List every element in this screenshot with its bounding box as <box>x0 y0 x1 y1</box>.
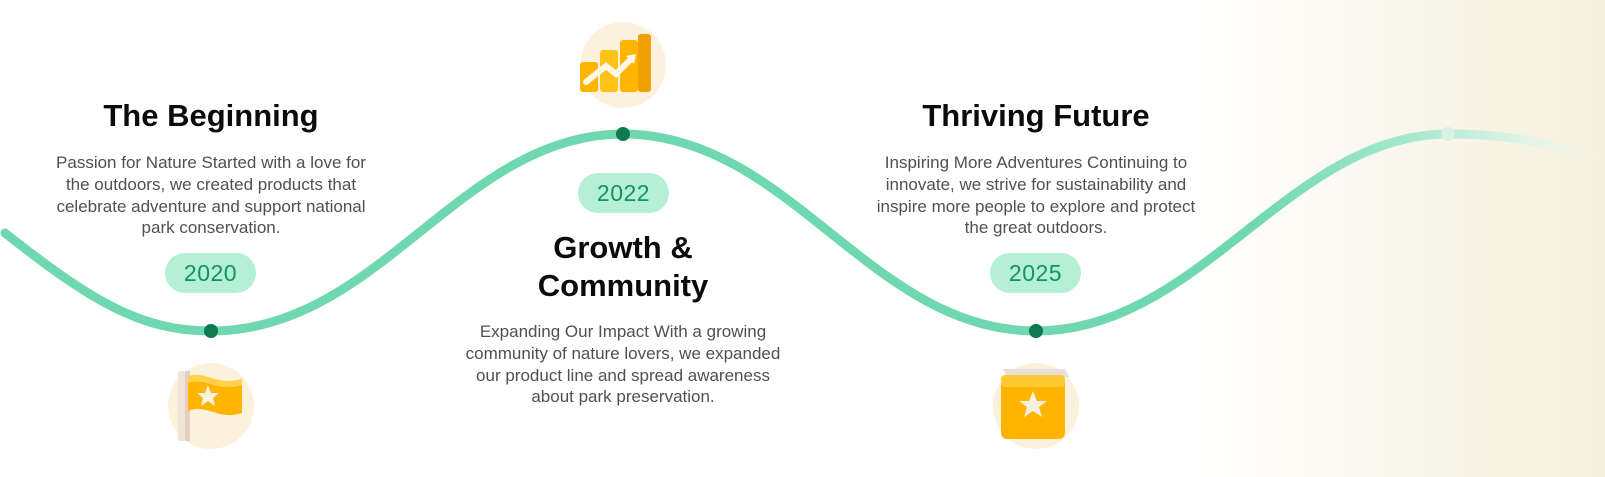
flag-star-icon <box>168 363 254 449</box>
node-2022 <box>616 127 630 141</box>
milestone-description-future: Inspiring More Adventures Continuing to … <box>876 153 1196 238</box>
star-box-icon <box>993 363 1079 449</box>
year-pill-2025: 2025 <box>990 253 1081 293</box>
milestone-title-growth: Growth & Community <box>537 230 709 303</box>
growth-chart-icon <box>580 22 666 108</box>
year-pill-2022: 2022 <box>578 173 669 213</box>
node-2025 <box>1029 324 1043 338</box>
milestone-title-future: Thriving Future <box>922 98 1150 133</box>
node-2020 <box>204 324 218 338</box>
milestone-title-beginning: The Beginning <box>103 98 319 133</box>
milestone-description-beginning: Passion for Nature Started with a love f… <box>56 153 366 238</box>
year-pill-2020: 2020 <box>165 253 256 293</box>
node-faded <box>1441 127 1455 141</box>
right-fade-backdrop <box>1185 0 1605 477</box>
milestone-description-growth: Expanding Our Impact With a growing comm… <box>465 322 781 407</box>
